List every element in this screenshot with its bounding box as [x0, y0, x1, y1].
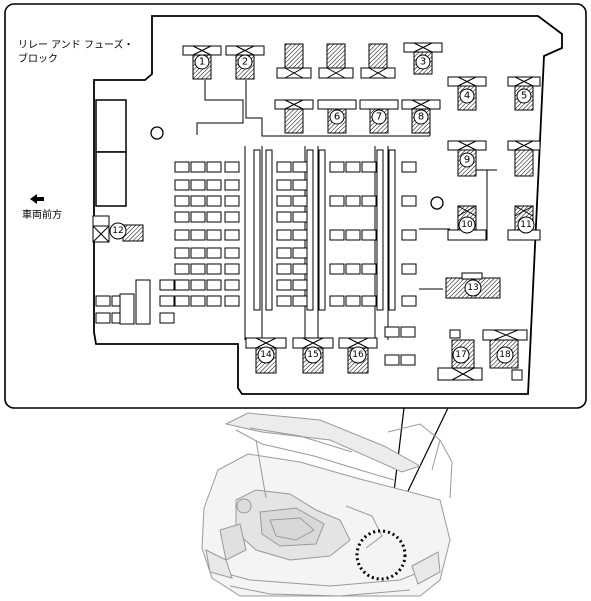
svg-text:3: 3 [420, 57, 426, 68]
svg-text:12: 12 [112, 226, 123, 236]
bus-bar [265, 149, 273, 311]
svg-text:10: 10 [461, 220, 473, 230]
svg-text:13: 13 [467, 283, 478, 293]
svg-text:5: 5 [521, 91, 527, 102]
svg-text:2: 2 [242, 57, 248, 68]
component-15: 15 [304, 346, 322, 364]
front-arrow-icon [30, 194, 44, 204]
svg-text:18: 18 [499, 350, 511, 360]
svg-text:1: 1 [199, 57, 205, 68]
component-6: 6 [329, 109, 345, 125]
component-11: 11 [517, 216, 535, 234]
component-10: 10 [458, 216, 476, 234]
component-9: 9 [459, 152, 475, 168]
car-illustration [201, 412, 453, 597]
component-3: 3 [415, 54, 431, 70]
callout-frame [4, 3, 587, 409]
component-12: 12 [109, 222, 127, 240]
fuse-slots-center [276, 161, 417, 307]
svg-text:8: 8 [418, 112, 424, 123]
component-18: 18 [496, 346, 514, 364]
fuse-slots-bottom [384, 326, 523, 381]
svg-text:17: 17 [455, 350, 466, 360]
component-16: 16 [349, 346, 367, 364]
component-labels: 1 2 3 4 5 6 7 8 9 10 11 12 13 14 15 16 1… [109, 54, 535, 364]
block-title-line-2: ブロック [18, 52, 58, 65]
svg-text:4: 4 [464, 91, 470, 102]
component-2: 2 [237, 54, 253, 70]
svg-text:16: 16 [352, 350, 364, 360]
location-highlight [355, 529, 407, 581]
mounting-hole [150, 126, 164, 140]
component-4: 4 [459, 88, 475, 104]
svg-text:9: 9 [464, 155, 470, 166]
component-5: 5 [516, 88, 532, 104]
svg-text:11: 11 [520, 220, 531, 230]
bus-bar [376, 149, 384, 311]
mounting-hole [430, 196, 444, 210]
fuse-slots-left [95, 161, 240, 325]
svg-text:6: 6 [334, 112, 340, 123]
component-13: 13 [464, 279, 482, 297]
svg-text:7: 7 [376, 112, 382, 123]
component-1: 1 [194, 54, 210, 70]
block-title-line-1: リレー アンド フューズ・ [18, 38, 133, 51]
svg-text:15: 15 [307, 350, 318, 360]
main-fuse-lower [95, 151, 127, 207]
relay-x-marks [92, 42, 534, 381]
vehicle-front-label: 車両前方 [22, 208, 62, 221]
component-17: 17 [452, 346, 470, 364]
main-fuse-upper [95, 99, 127, 153]
bus-bar [388, 149, 396, 311]
component-14: 14 [257, 346, 275, 364]
bus-bar [306, 149, 314, 311]
svg-text:14: 14 [260, 350, 272, 360]
bus-bar [318, 149, 326, 311]
component-8: 8 [413, 109, 429, 125]
fuse-block-outline [93, 15, 563, 395]
component-7: 7 [371, 109, 387, 125]
bus-bar [253, 149, 261, 311]
